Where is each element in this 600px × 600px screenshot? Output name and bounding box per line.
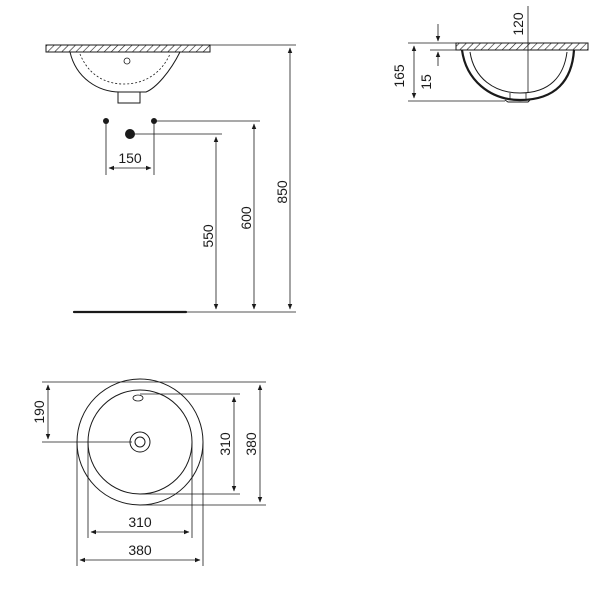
plan-view: 190 310 380 310 380 — [31, 378, 266, 566]
dim-label-150: 150 — [118, 150, 142, 166]
basin-bowl-outline — [69, 51, 181, 93]
dim-label-600: 600 — [238, 206, 254, 230]
dim-label-190: 190 — [31, 400, 47, 424]
plan-overflow — [132, 394, 144, 402]
dim-label-310-v: 310 — [217, 432, 233, 456]
overflow-hole — [123, 57, 131, 65]
dim-label-550: 550 — [200, 224, 216, 248]
basin-bowl-inner — [79, 53, 171, 85]
plan-drain-outer — [129, 431, 151, 453]
dim-label-15: 15 — [418, 74, 434, 90]
countertop-slab — [45, 44, 211, 53]
dim-label-380-h: 380 — [128, 542, 152, 558]
dim-label-165: 165 — [391, 64, 407, 88]
section-drain-detail — [509, 93, 527, 100]
dim-label-380-v: 380 — [243, 432, 259, 456]
section-countertop — [455, 42, 589, 51]
side-elevation-view: 850 600 550 150 — [45, 44, 296, 314]
section-bowl-outer — [460, 49, 576, 102]
dim-label-120: 120 — [510, 12, 526, 36]
section-bowl-inner — [469, 51, 568, 94]
section-drain — [504, 99, 531, 103]
plan-drain-inner — [134, 436, 146, 448]
drain-spigot — [117, 92, 141, 104]
cross-section-view: 165 15 120 — [391, 6, 589, 103]
dim-label-310-h: 310 — [128, 514, 152, 530]
dim-label-850: 850 — [274, 180, 290, 204]
